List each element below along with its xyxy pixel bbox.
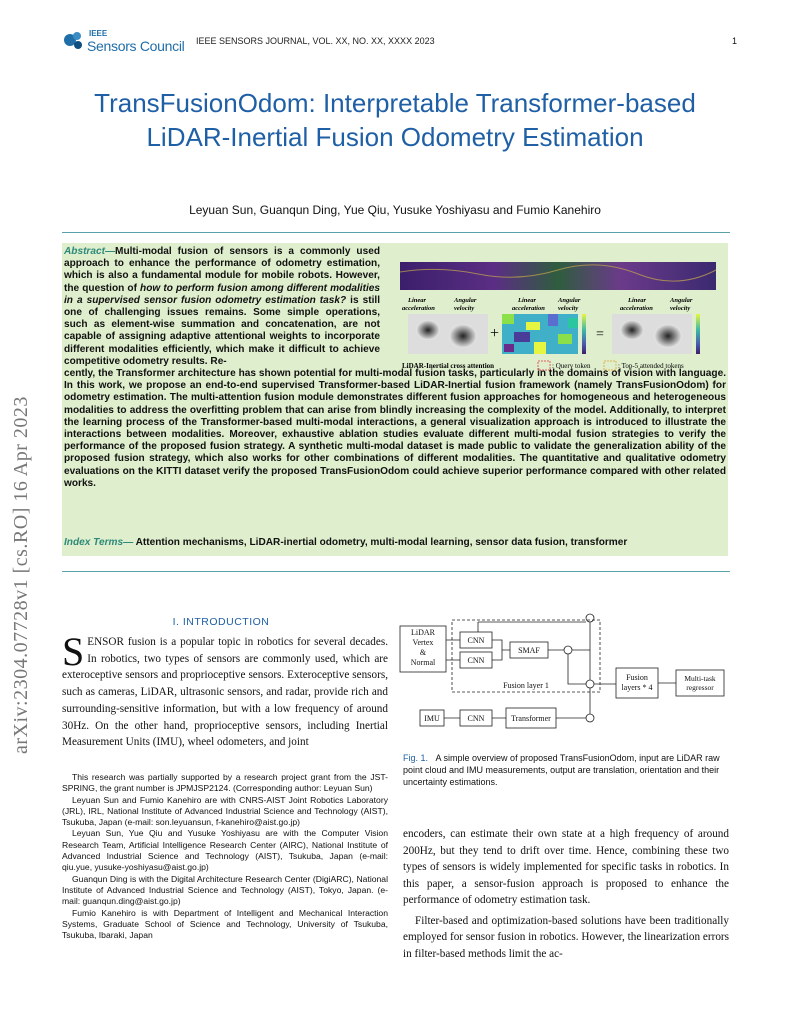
abstract-text: Abstract—Multi-modal fusion of sensors i… — [64, 246, 726, 490]
ieee-sensors-council-logo: IEEE Sensors Council — [62, 28, 185, 58]
heatmap-colorbar — [582, 314, 586, 354]
fig-caption-cross-attention: LiDAR-Inertial cross attention — [402, 362, 494, 370]
diagram-label-cnn-3: CNN — [468, 714, 485, 723]
add-node-3 — [585, 679, 595, 689]
section-number: I. — [172, 616, 180, 628]
diagram-label-regressor: regressor — [686, 683, 714, 692]
journal-header: IEEE SENSORS JOURNAL, VOL. XX, NO. XX, X… — [196, 36, 435, 46]
diagram-label-imu: IMU — [424, 714, 440, 723]
footnote: Fumio Kanehiro is with Department of Int… — [62, 907, 388, 941]
lidar-input-box — [399, 625, 447, 673]
fig-label-vel-1: velocity — [454, 305, 474, 312]
fig-label-linear-3: Linear — [627, 297, 647, 304]
fig-label-angular-2: Angular — [557, 297, 581, 304]
footnote: Guanqun Ding is with the Digital Archite… — [62, 873, 388, 907]
add-node-1 — [585, 613, 595, 623]
logo-council-text: Sensors Council — [87, 38, 185, 54]
diagram-label-multitask: Multi-task — [684, 674, 715, 683]
fig-label-vel-3: velocity — [670, 305, 690, 312]
fig-label-acc-2: acceleration — [512, 305, 545, 312]
diagram-label-fusion-layers: layers * 4 — [621, 683, 652, 692]
attention-heatmap — [502, 314, 578, 354]
footnote: Leyuan Sun and Fumio Kanehiro are with C… — [62, 794, 388, 828]
intro-p2: Filter-based and optimization-based solu… — [403, 914, 729, 960]
add-node-4 — [585, 713, 595, 723]
intro-right-column: encoders, can estimate their own state a… — [403, 826, 729, 962]
fig-plus-sign: + — [490, 325, 499, 342]
fig-label-linear-1: Linear — [407, 297, 427, 304]
add-node-2 — [563, 645, 573, 655]
intro-p1: ENSOR fusion is a popular topic in robot… — [62, 636, 388, 749]
sensors-council-logo-icon — [64, 32, 82, 49]
diagram-label-amp: & — [420, 648, 427, 657]
cross-attention-figure: Linear acceleration Angular velocity Lin… — [399, 262, 717, 371]
diagram-label-cnn-2: CNN — [468, 656, 485, 665]
page-number: 1 — [732, 36, 738, 46]
fig-label-angular-1: Angular — [453, 297, 477, 304]
section-heading: I. INTRODUCTION — [62, 616, 380, 628]
diagram-label-vertex: Vertex — [413, 638, 434, 647]
fig-label-vel-2: velocity — [558, 305, 578, 312]
abstract-question: how to perform fusion among different mo… — [64, 282, 380, 306]
footnote: This research was partially supported by… — [62, 772, 388, 794]
diagram-label-transformer: Transformer — [511, 714, 551, 723]
fig-label-linear-2: Linear — [517, 297, 537, 304]
diagram-label-smaf: SMAF — [518, 646, 540, 655]
diagram-label-cnn-1: CNN — [468, 636, 485, 645]
fig-label-acc-1: acceleration — [402, 305, 435, 312]
figure-1-caption: Fig. 1. A simple overview of proposed Tr… — [403, 752, 729, 788]
section-title: INTRODUCTION — [182, 616, 270, 628]
lidar-range-image — [400, 262, 716, 290]
fig-label-acc-3: acceleration — [620, 305, 653, 312]
legend-query-token: : Query token — [552, 362, 591, 370]
abstract-divider — [62, 571, 730, 572]
diagram-label-normal: Normal — [411, 658, 436, 667]
title-divider — [62, 232, 730, 233]
fused-colorbar — [696, 314, 700, 354]
abstract-p1: Multi-modal fusion of sensors is a commo… — [64, 246, 380, 294]
abstract-p2: cently, the Transformer architecture has… — [64, 368, 726, 489]
legend-top5-tokens: : Top-5 attended tokens — [618, 362, 684, 370]
figure-1-caption-text: A simple overview of proposed TransFusio… — [403, 753, 720, 787]
footnote: Leyuan Sun, Yue Qiu and Yusuke Yoshiyasu… — [62, 828, 388, 873]
paper-title: TransFusionOdom: Interpretable Transform… — [94, 88, 696, 152]
diagram-label-fusion-layer-1: Fusion layer 1 — [503, 681, 549, 690]
logo-ieee-text: IEEE — [89, 29, 108, 38]
footnotes: This research was partially supported by… — [62, 772, 388, 941]
top5-token-swatch — [603, 360, 617, 371]
arxiv-stamp: arXiv:2304.07728v1 [cs.RO] 16 Apr 2023 — [10, 396, 32, 754]
index-terms: Index Terms— Attention mechanisms, LiDAR… — [64, 537, 627, 548]
figure-1-label: Fig. 1. — [403, 753, 429, 763]
drop-cap: S — [62, 629, 85, 674]
fig-label-angular-3: Angular — [669, 297, 693, 304]
diagram-label-lidar: LiDAR — [411, 628, 436, 637]
abstract-box — [62, 243, 728, 556]
architecture-diagram: LiDAR Vertex & Normal CNN CNN SMAF Fusio… — [399, 613, 725, 729]
abstract-label: Abstract— — [64, 246, 116, 257]
fig-equals-sign: = — [596, 327, 604, 342]
intro-p1-continued: encoders, can estimate their own state a… — [403, 828, 729, 906]
diagram-label-fusion: Fusion — [626, 673, 648, 682]
index-terms-label: Index Terms— — [64, 537, 134, 548]
query-token-swatch — [537, 360, 551, 371]
abstract-p1-cont: is still one of challenging issues remai… — [64, 294, 380, 367]
index-terms-text: Attention mechanisms, LiDAR-inertial odo… — [135, 537, 628, 548]
author-list: Leyuan Sun, Guanqun Ding, Yue Qiu, Yusuk… — [189, 203, 601, 217]
